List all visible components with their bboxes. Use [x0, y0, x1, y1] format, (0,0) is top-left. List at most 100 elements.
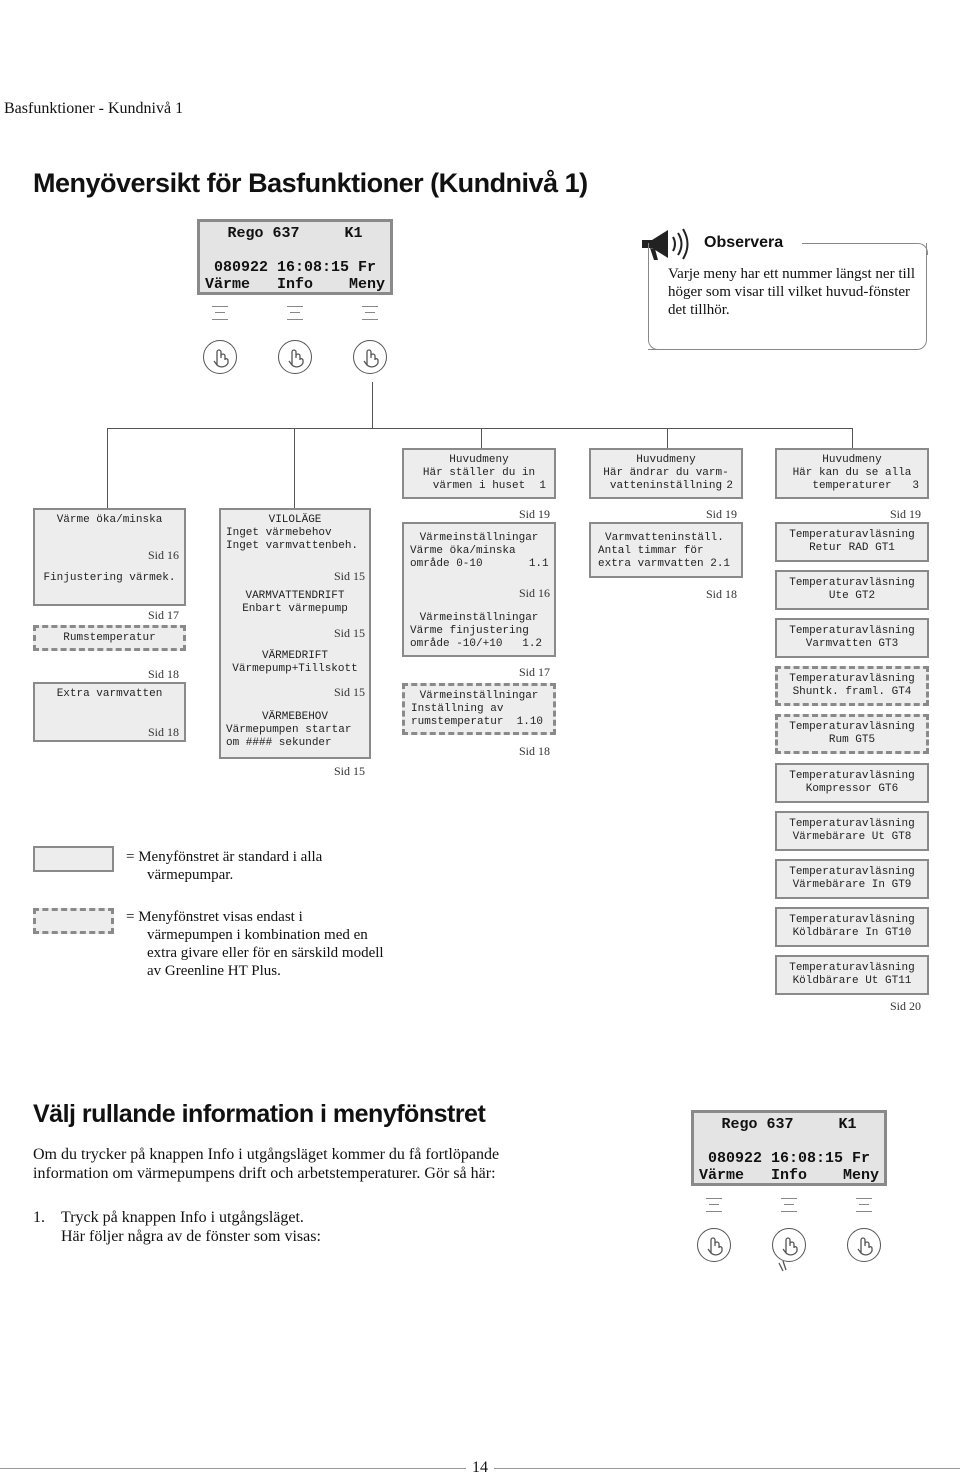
button-mark-middle — [781, 1198, 797, 1212]
button-mark-right — [362, 306, 378, 320]
page-ref: Sid 17 — [148, 608, 180, 622]
menu-item-line: Värme öka/minska — [410, 545, 516, 557]
menu-item: Temperaturavläsning — [789, 866, 915, 878]
step-text: Tryck på knappen Info i utgångsläget. — [61, 1209, 304, 1226]
legend-extra-swatch — [33, 908, 114, 934]
note-text: Varje meny har ett nummer längst ner til… — [668, 266, 916, 318]
hand-press-icon[interactable] — [353, 340, 387, 374]
page-title: Menyöversikt för Basfunktioner (Kundnivå… — [33, 168, 588, 198]
menu-item-line: Köldbärare Ut GT11 — [792, 975, 912, 987]
menu-item: Värmeinställningar — [419, 690, 539, 702]
button-mark-left — [706, 1198, 722, 1212]
header-line: Här ändrar du varm- — [603, 467, 729, 479]
hand-press-active-icon[interactable] — [772, 1228, 806, 1272]
header-box-3: Huvudmeny Här kan du se alla temperature… — [775, 448, 929, 499]
connector — [107, 428, 852, 429]
page-ref: Sid 19 — [890, 507, 922, 521]
menu-item-line: Kompressor GT6 — [805, 783, 899, 795]
connector — [294, 428, 295, 508]
page-ref: Sid 18 — [148, 667, 180, 681]
menu-item: Temperaturavläsning — [789, 577, 915, 589]
page-ref: Sid 17 — [519, 665, 551, 679]
header-number: 1 — [539, 480, 546, 492]
page-ref: Sid 19 — [519, 507, 551, 521]
col3-extra: Värmeinställningar Inställning av rumste… — [402, 683, 556, 735]
menu-item: VILOLÄGE — [268, 514, 322, 526]
page-number: 14 — [466, 1459, 494, 1477]
section-label: Basfunktioner - Kundnivå 1 — [4, 100, 184, 117]
menu-item-line: Värmepumpen startar — [226, 724, 352, 736]
menu-item: VARMVATTENDRIFT — [245, 590, 345, 602]
connector — [852, 428, 853, 448]
header-line: Huvudmeny — [822, 454, 882, 466]
note-frame — [648, 243, 927, 350]
page-ref: Sid 15 — [334, 685, 366, 699]
legend-standard-swatch — [33, 846, 114, 872]
menu-item-line: Köldbärare In GT10 — [792, 927, 912, 939]
menu-item-line: Shuntk. framl. GT4 — [792, 686, 912, 698]
menu-item-line: Varmvatten GT3 — [805, 638, 899, 650]
hand-press-icon[interactable] — [278, 340, 312, 374]
menu-item: Temperaturavläsning — [789, 962, 915, 974]
hand-press-icon[interactable] — [847, 1228, 881, 1262]
header-line: Här ställer du in — [422, 467, 536, 479]
display-line-1: Rego 637 K1 — [227, 225, 363, 242]
menu-item-line: om #### sekunder — [226, 737, 332, 749]
note-frame-top — [802, 243, 928, 255]
menu-item: Värmeinställningar — [419, 612, 539, 624]
page-ref: Sid 18 — [148, 725, 180, 739]
menu-item-line: Retur RAD GT1 — [809, 542, 895, 554]
menu-item: Värme öka/minska — [56, 514, 163, 526]
header-line: Här kan du se alla — [792, 467, 912, 479]
menu-item: Temperaturavläsning — [789, 721, 915, 733]
col2-group: VILOLÄGE Inget värmebehov Inget varmvatt… — [219, 508, 371, 759]
hand-press-icon[interactable] — [697, 1228, 731, 1262]
display-line-3: Värme Info Meny — [204, 276, 386, 293]
hand-press-icon[interactable] — [203, 340, 237, 374]
menu-item: Temperaturavläsning — [789, 914, 915, 926]
menu-item-line: område -10/+10 1.2 — [410, 638, 543, 650]
lcd-display: Rego 637 K1 080922 16:08:15 Fr Värme Inf… — [197, 219, 393, 295]
header-box-2: Huvudmeny Här ändrar du varm- vatteninst… — [589, 448, 743, 499]
menu-item-line: rumstemperatur 1.10 — [411, 716, 544, 728]
step-number: 1. — [33, 1209, 45, 1226]
header-number: 2 — [726, 480, 733, 492]
lcd-display-2: Rego 637 K1 080922 16:08:15 Fr Värme Inf… — [691, 1110, 887, 1186]
page-ref: Sid 15 — [334, 764, 366, 778]
header-line: temperaturer — [812, 480, 892, 492]
menu-item-line: Värmepump+Tillskott — [232, 663, 358, 675]
menu-item: Värmeinställningar — [419, 532, 539, 544]
connector — [481, 428, 482, 448]
col3-group: Värmeinställningar Värme öka/minska områ… — [402, 522, 556, 657]
menu-item-line: Rum GT5 — [828, 734, 876, 746]
menu-item-line: Inställning av — [411, 703, 504, 715]
note-frame-left — [648, 243, 662, 350]
connector — [667, 428, 668, 448]
connector — [107, 428, 108, 508]
col4-item: Varmvatteninställ. Antal timmar för extr… — [589, 522, 743, 578]
button-mark-right — [856, 1198, 872, 1212]
section-title: Välj rullande information i menyfönstret — [33, 1100, 486, 1128]
menu-item: VÄRMEBEHOV — [261, 711, 328, 723]
page-ref: Sid 16 — [519, 586, 551, 600]
header-line: värmen i huset — [432, 480, 526, 492]
col1-group: Värme öka/minska Finjustering värmek. — [33, 508, 186, 606]
page-ref: Sid 20 — [890, 999, 922, 1013]
header-line: vatteninställning — [609, 480, 723, 492]
menu-item-line: extra varmvatten 2.1 — [598, 558, 731, 570]
menu-item: Temperaturavläsning — [789, 770, 915, 782]
legend-standard-text: = Menyfönstret är standard i alla värmep… — [126, 849, 323, 883]
menu-item: Temperaturavläsning — [789, 818, 915, 830]
menu-item: Temperaturavläsning — [789, 529, 915, 541]
menu-item-line: Antal timmar för — [598, 545, 704, 557]
